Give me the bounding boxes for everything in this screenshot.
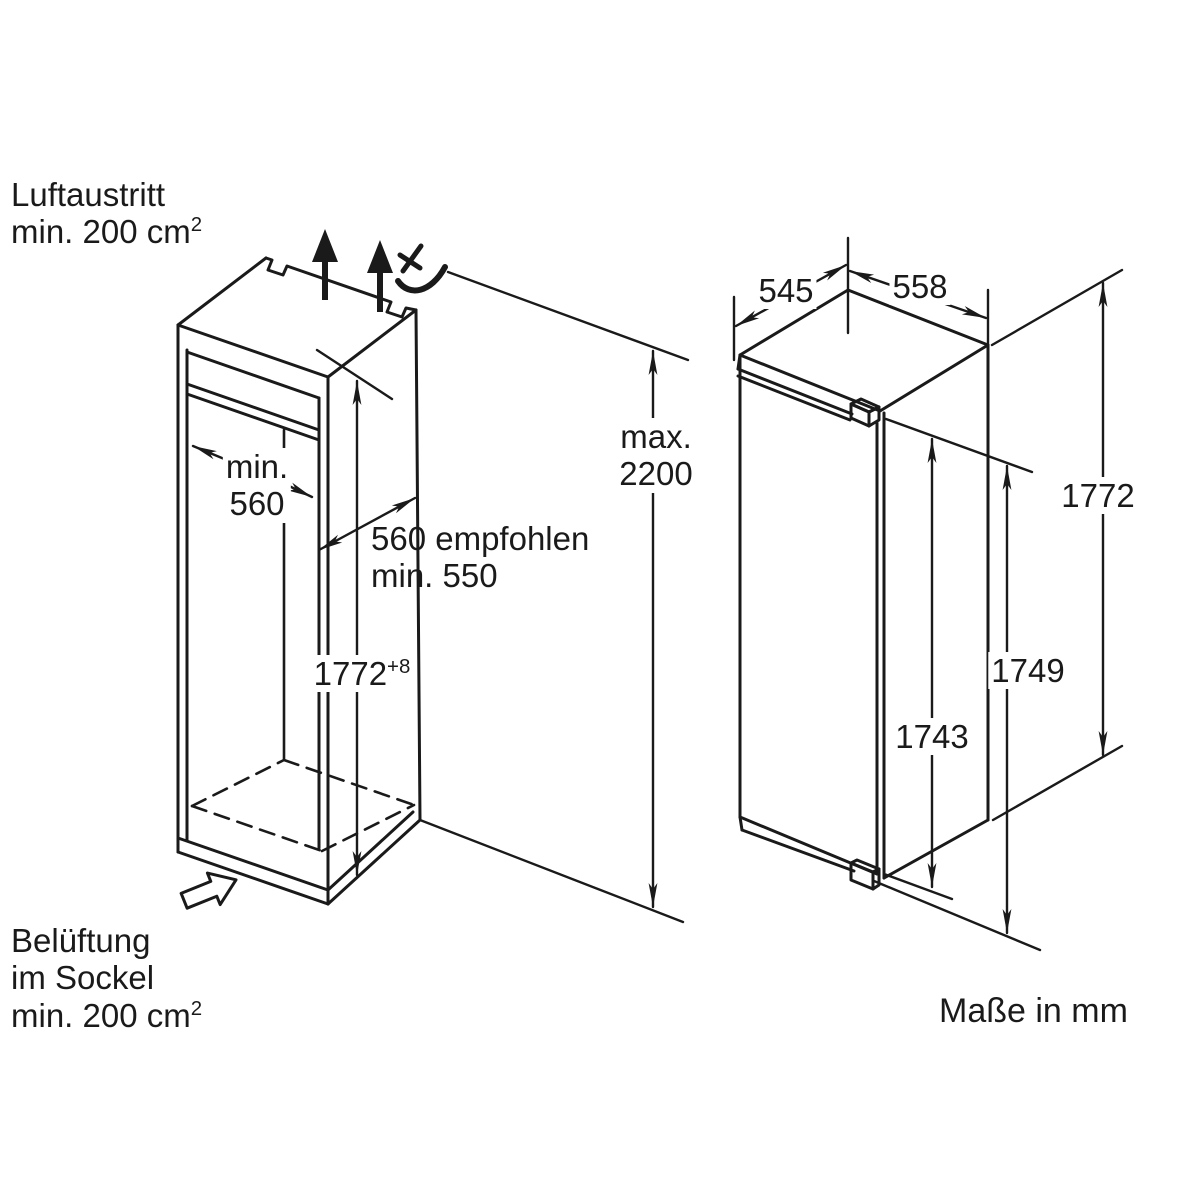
- plinth-airflow-arrow-icon: [179, 871, 238, 910]
- niche-height-label: 1772+8: [310, 655, 414, 693]
- appliance-height-side-label: 1749: [988, 652, 1068, 690]
- appliance-width-label: 558: [889, 268, 951, 306]
- niche-depth-recommended-label: 560 empfohlen min. 550: [371, 520, 590, 595]
- airflow-up-arrow-icon: [312, 229, 393, 312]
- air-outlet-label: Luftaustritt min. 200 cm2: [8, 176, 206, 251]
- plinth-vent-label: Belüftung im Sockel min. 200 cm2: [8, 922, 206, 1034]
- niche-depth-min-label: min. 560: [222, 448, 292, 523]
- units-note: Maße in mm: [936, 992, 1131, 1031]
- appliance-isometric-drawing: [736, 288, 990, 891]
- hidden-floor-edges: [190, 758, 416, 853]
- appliance-height-door-label: 1743: [892, 718, 972, 756]
- ceiling-max-label: max. 2200: [616, 418, 696, 493]
- power-connection-icon: [395, 243, 448, 294]
- appliance-depth-label: 545: [755, 272, 817, 310]
- appliance-dimension-lines: [732, 236, 1124, 952]
- niche-dimension-lines: [191, 270, 690, 924]
- appliance-height-total-label: 1772: [1058, 477, 1138, 515]
- niche-isometric-drawing: [176, 256, 422, 906]
